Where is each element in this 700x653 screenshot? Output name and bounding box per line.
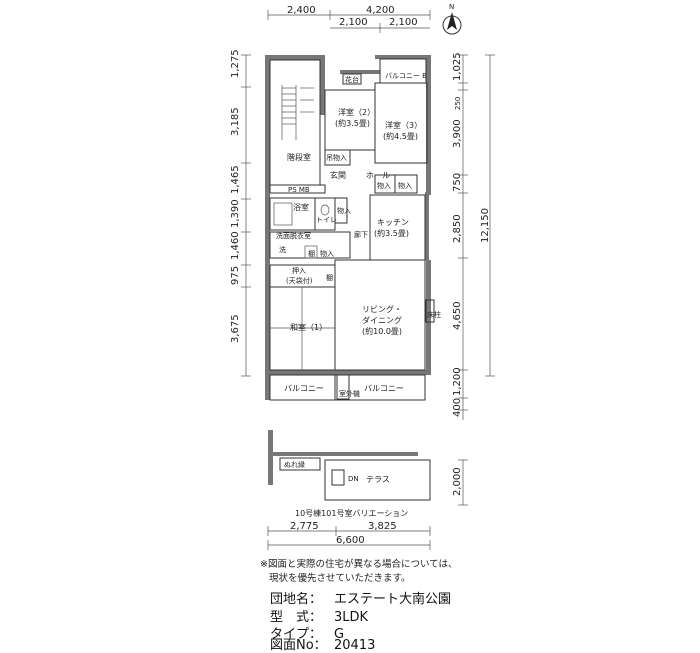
flower-label: 花台 xyxy=(345,75,359,84)
estate-label: 団地名： xyxy=(270,592,323,607)
storage-e-label: 物入 xyxy=(320,249,334,258)
dim-left-4: 1,390 xyxy=(230,199,241,228)
type-row: 型 式： 3LDK xyxy=(270,606,368,625)
terrace-label: テラス xyxy=(366,475,390,484)
dim-right-5: 2,850 xyxy=(452,214,463,243)
drawing-value: 20413 xyxy=(334,638,376,653)
balcony-left-label: バルコニー xyxy=(284,384,324,393)
oshiire-label: 押入 xyxy=(292,266,306,275)
kitchen-size: (約3.5畳) xyxy=(374,228,409,238)
drawing-label: 図面No： xyxy=(270,638,327,653)
dim-right-3: 3,900 xyxy=(452,119,463,148)
dim-left-6: 975 xyxy=(230,266,241,285)
storage-d-label: 物入 xyxy=(337,206,351,215)
dim-bottom-1: 2,775 xyxy=(290,521,319,532)
stair-room: 階段室 xyxy=(269,59,321,186)
western2-label: 洋室（2） xyxy=(338,107,375,117)
entrance-label: 玄関 xyxy=(330,170,346,180)
dim-right-8: 400 xyxy=(452,398,463,417)
dim-top-right: 4,200 xyxy=(366,5,395,16)
oshiire2-label: (天袋付) xyxy=(286,276,313,285)
stair-label: 階段室 xyxy=(287,152,311,162)
corridor-label: 廊下 xyxy=(354,230,368,239)
nure-label: ぬれ縁 xyxy=(284,460,305,469)
dim-top-sub2: 2,100 xyxy=(389,17,418,28)
balcony-right xyxy=(334,374,426,401)
kitchen-label: キッチン xyxy=(377,218,409,227)
storage-a-label: 吊物入 xyxy=(326,153,347,162)
dim-right-4: 750 xyxy=(452,173,463,192)
plan-type-value: G xyxy=(334,627,345,642)
dim-top-left: 2,400 xyxy=(287,5,316,16)
living-label: リビング・ xyxy=(362,304,402,314)
dressing-label: 洗面脱衣室 xyxy=(276,231,311,240)
plan-type-row: タイプ： G xyxy=(270,623,344,642)
dim-right-1: 1,025 xyxy=(452,52,463,81)
wash-label: 洗 xyxy=(279,245,286,254)
dim-bottom-2: 3,825 xyxy=(368,521,397,532)
dim-right-7: 1,200 xyxy=(452,367,463,396)
dn-label: DN xyxy=(348,475,359,483)
type-value: 3LDK xyxy=(334,610,369,625)
kitchen xyxy=(369,194,426,261)
ac-label: 室外機 xyxy=(339,389,360,398)
note: ※図面と実際の住宅が異なる場合については、 現状を優先させていただきます。 xyxy=(260,558,458,586)
living-dining xyxy=(334,259,426,371)
shelf-label: 棚 xyxy=(308,249,315,258)
dim-left-3: 1,465 xyxy=(230,165,241,194)
balcony-b-label: バルコニー B xyxy=(385,72,427,80)
ps-mb-label: PS MB xyxy=(288,186,310,194)
japanese-label: 和室（1） xyxy=(290,322,327,332)
note-line-2: 現状を優先させていただきます。 xyxy=(269,573,411,584)
dim-top-sub1: 2,100 xyxy=(339,17,368,28)
shelf2-label: 棚 xyxy=(326,273,333,282)
living2-label: ダイニング xyxy=(362,315,402,325)
toilet-label: トイレ xyxy=(316,216,337,224)
western3-label: 洋室（3） xyxy=(385,120,422,130)
estate-value: エステート大南公園 xyxy=(334,592,452,607)
dim-right-total: 12,150 xyxy=(480,208,491,243)
dim-left-7: 3,675 xyxy=(230,314,241,343)
storage-b-label: 物入 xyxy=(377,181,391,190)
dim-right-6: 4,650 xyxy=(452,301,463,330)
estate-row: 団地名： エステート大南公園 xyxy=(270,588,451,607)
western2-size: (約3.5畳) xyxy=(335,118,370,128)
balcony-right-label: バルコニー xyxy=(364,384,404,393)
western3-size: (約4.5畳) xyxy=(383,131,418,141)
dim-bottom-total: 6,600 xyxy=(336,535,365,546)
storage-c-label: 物入 xyxy=(398,181,412,190)
dim-left-5: 1,460 xyxy=(230,231,241,260)
dim-left-2: 3,185 xyxy=(230,107,241,136)
drawing-row: 図面No： 20413 xyxy=(270,634,375,653)
type-label: 型 式： xyxy=(270,610,323,625)
dim-right-2: 250 xyxy=(454,97,462,110)
north-arrow-icon xyxy=(442,12,462,35)
note-line-1: ※図面と実際の住宅が異なる場合については、 xyxy=(260,559,458,570)
dim-left-1: 1,275 xyxy=(230,49,241,78)
bath-label: 浴室 xyxy=(293,202,309,212)
variation-caption: 10号棟101号室バリエーション xyxy=(295,508,408,518)
dim-right-9: 2,000 xyxy=(452,467,463,496)
variation-plan: ぬれ縁 DN テラス xyxy=(268,430,431,501)
tokonoma-label: 床柱 xyxy=(427,310,441,319)
plan-type-label: タイプ： xyxy=(270,627,323,642)
north-label: N xyxy=(449,3,454,11)
outer-walls xyxy=(265,55,431,400)
living-size: (約10.0畳) xyxy=(362,326,402,336)
